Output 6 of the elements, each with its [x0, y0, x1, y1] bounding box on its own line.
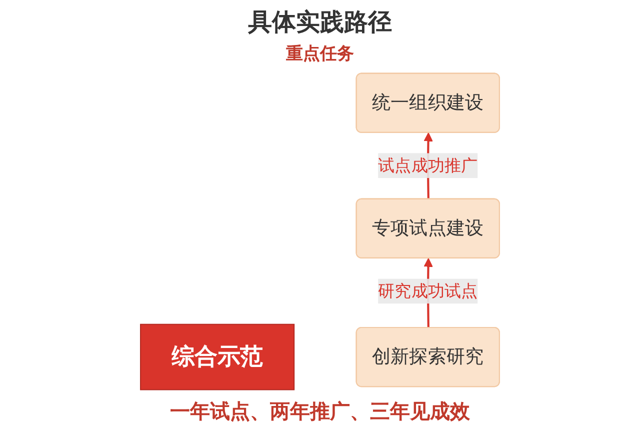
diagram-title: 具体实践路径: [248, 7, 392, 38]
edge-label: 研究成功试点: [378, 280, 478, 300]
subtitle-text: 重点任务: [286, 43, 354, 65]
node-box: 综合示范: [140, 324, 295, 390]
diagram-caption: 一年试点、两年推广、三年见成效: [170, 398, 470, 425]
edge-label: 试点成功推广: [378, 155, 478, 175]
